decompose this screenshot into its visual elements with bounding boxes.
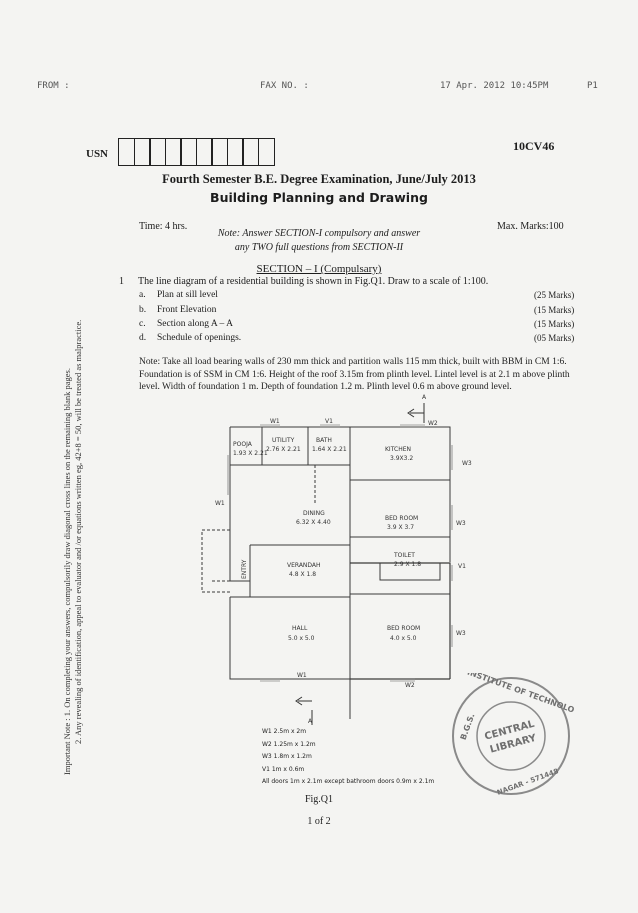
room-entry: ENTRY <box>241 559 248 579</box>
side-note-line-2: 2. Any revealing of identification, appe… <box>73 319 83 744</box>
item-text: Schedule of openings. <box>157 333 242 343</box>
side-important-note: Important Note : 1. On completing your a… <box>62 320 84 775</box>
room-bedroom-1: BED ROOM <box>385 515 418 522</box>
stamp-left-text: B.G.S. <box>459 712 477 741</box>
instruction-line-2: any TWO full questions from SECTION-II <box>234 242 404 253</box>
usn-box <box>195 138 213 166</box>
usn-box <box>211 138 228 166</box>
fax-page: P1 <box>587 81 598 91</box>
legend-item: V1 1m x 0.6m <box>262 765 305 773</box>
subject-title: Building Planning and Drawing <box>210 190 428 205</box>
window-label: W3 <box>456 630 466 637</box>
usn-box <box>118 138 135 166</box>
room-kitchen-size: 3.9X3.2 <box>390 455 413 462</box>
fax-datetime: 17 Apr. 2012 10:45PM <box>440 81 549 91</box>
window-label: V1 <box>458 563 466 570</box>
room-kitchen: KITCHEN <box>385 446 411 453</box>
room-toilet-size: 2.9 X 1.8 <box>394 561 421 568</box>
room-utility: UTILITY <box>272 437 295 444</box>
room-utility-size: 2.76 X 2.21 <box>266 446 301 453</box>
library-stamp: INSTITUTE OF TECHNOLOGY CENTRAL LIBRARY … <box>452 673 574 797</box>
item-marks: (05 Marks) <box>534 333 575 343</box>
exam-title: Fourth Semester B.E. Degree Examination,… <box>162 172 476 186</box>
room-bath-size: 1.64 X 2.21 <box>312 446 347 453</box>
usn-box <box>133 138 151 166</box>
usn-box <box>164 138 182 166</box>
item-label: a. <box>139 290 146 300</box>
item-text: Section along A – A <box>157 319 233 329</box>
opening-legend: W1 2.5m x 2m W2 1.25m x 1.2m W3 1.8m x 1… <box>262 726 434 789</box>
question-item: b. Front Elevation <box>139 305 216 315</box>
max-marks: Max. Marks:100 <box>497 221 564 232</box>
item-text: Front Elevation <box>157 305 217 315</box>
usn-box <box>180 138 197 166</box>
item-label: d. <box>139 333 147 343</box>
window-label: W3 <box>456 520 466 527</box>
side-note-line-1: Important Note : 1. On completing your a… <box>62 368 72 775</box>
window-label: W3 <box>462 460 472 467</box>
legend-item: All doors 1m x 2.1m except bathroom door… <box>262 778 435 785</box>
question-item: a. Plan at sill level <box>139 290 218 300</box>
fax-from: FROM : <box>37 81 70 91</box>
room-toilet: TOILET <box>393 552 415 559</box>
figure-label: Fig.Q1 <box>304 794 334 805</box>
window-label: W2 <box>405 682 415 689</box>
question-item: c. Section along A – A <box>139 319 233 329</box>
floor-plan: A A POOJA 1.93 X 2.21 UTILITY 2.76 X 2.2… <box>201 394 472 725</box>
room-verandah-size: 4.8 X 1.8 <box>289 571 316 578</box>
window-label: W1 <box>297 672 307 679</box>
usn-boxes <box>118 138 275 166</box>
item-label: c. <box>139 319 146 329</box>
usn-box <box>149 138 166 166</box>
room-bedroom-1-size: 3.9 X 3.7 <box>387 524 414 531</box>
room-pooja: POOJA <box>233 441 253 448</box>
usn-label: USN <box>86 148 109 160</box>
room-bedroom-2: BED ROOM <box>387 625 420 632</box>
question-number: 1 <box>119 276 124 287</box>
section-mark-top: A <box>422 394 427 401</box>
window-label: W1 <box>215 500 225 507</box>
section-heading: SECTION – I (Compulsary) <box>256 263 382 275</box>
page-number: 1 of 2 <box>307 816 331 827</box>
room-verandah: VERANDAH <box>287 562 321 569</box>
room-hall: HALL <box>292 625 308 632</box>
question-note: Note: Take all load bearing walls of 230… <box>139 357 570 392</box>
window-label: W2 <box>428 420 438 427</box>
paper-code: 10CV46 <box>513 139 555 153</box>
usn-box <box>226 138 244 166</box>
item-marks: (25 Marks) <box>534 290 575 300</box>
room-dining: DINING <box>303 510 325 517</box>
room-bath: BATH <box>316 437 332 444</box>
room-pooja-size: 1.93 X 2.21 <box>233 450 268 457</box>
time-allowed: Time: 4 hrs. <box>139 221 188 232</box>
item-label: b. <box>139 305 147 315</box>
window-label: W1 <box>270 418 280 425</box>
legend-item: W1 2.5m x 2m <box>262 728 307 735</box>
question-item: d. Schedule of openings. <box>139 333 241 343</box>
item-text: Plan at sill level <box>157 290 218 300</box>
room-dining-size: 6.32 X 4.40 <box>296 519 331 526</box>
usn-box <box>257 138 275 166</box>
item-marks: (15 Marks) <box>534 305 575 315</box>
window-label: V1 <box>325 418 333 425</box>
legend-item: W2 1.25m x 1.2m <box>262 740 316 748</box>
question-text: The line diagram of a residential buildi… <box>138 276 489 287</box>
usn-box <box>242 138 259 166</box>
section-mark-bottom: A <box>308 718 313 725</box>
room-hall-size: 5.0 x 5.0 <box>288 635 315 642</box>
instruction-line-1: Note: Answer SECTION-I compulsory and an… <box>217 228 421 239</box>
fax-number: FAX NO. : <box>260 81 309 91</box>
room-bedroom-2-size: 4.0 x 5.0 <box>390 635 417 642</box>
legend-item: W3 1.8m x 1.2m <box>262 753 312 760</box>
item-marks: (15 Marks) <box>534 319 575 329</box>
stamp-top-text: INSTITUTE OF TECHNOLOGY <box>466 673 574 719</box>
